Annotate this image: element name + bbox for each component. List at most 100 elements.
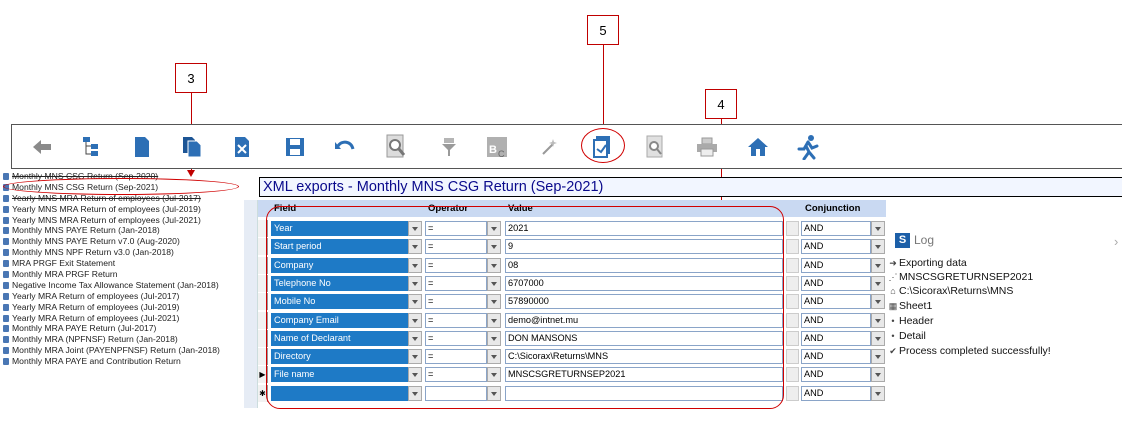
tree-item[interactable]: Monthly MRA (NPFNSF) Return (Jan-2018) [0,334,244,345]
conjunction-select[interactable]: AND [801,349,871,365]
field-select[interactable]: Telephone No [271,275,408,291]
operator-select[interactable]: = [425,312,487,328]
conjunction-select[interactable]: AND [801,294,871,310]
magic-wand-button[interactable] [535,132,565,162]
conjunction-select[interactable]: AND [801,275,871,291]
field-dropdown-button[interactable] [408,294,422,310]
new-document-button[interactable] [127,132,157,162]
table-row[interactable]: Name of Declarant = DON MANSONS AND [258,329,886,347]
operator-dropdown-button[interactable] [487,367,501,383]
field-dropdown-button[interactable] [408,385,422,401]
conjunction-select[interactable]: AND [801,257,871,273]
tree-item[interactable]: MRA PRGF Exit Statement [0,258,244,269]
preview-button[interactable] [640,132,670,162]
tree-button[interactable] [76,132,106,162]
operator-select[interactable]: = [425,330,487,346]
operator-dropdown-button[interactable] [487,294,501,310]
filter-button[interactable] [434,132,464,162]
table-row[interactable]: ✱ AND [258,384,886,402]
table-row[interactable]: Company = 08 AND [258,256,886,274]
tree-item[interactable]: Monthly MNS CSG Return (Sep-2020) [0,171,244,182]
field-select[interactable]: Name of Declarant [271,330,408,346]
conjunction-dropdown-button[interactable] [871,330,885,346]
lookup-icon[interactable] [786,312,799,328]
table-row[interactable]: Year = 2021 AND [258,220,886,237]
run-button[interactable] [793,132,823,162]
table-row[interactable]: ▶ File name = MNSCSGRETURNSEP2021 AND [258,366,886,384]
operator-select[interactable]: = [425,239,487,255]
conjunction-select[interactable]: AND [801,385,871,401]
operator-select[interactable]: = [425,275,487,291]
tree-item[interactable]: Monthly MRA PAYE Return (Jul-2017) [0,323,244,334]
tree-item[interactable]: Monthly MNS PAYE Return v7.0 (Aug-2020) [0,236,244,247]
field-select[interactable]: Company Email [271,312,408,328]
value-input[interactable]: 08 [505,257,783,273]
row-selector[interactable] [258,348,268,366]
field-select[interactable]: Directory [271,349,408,365]
lookup-icon[interactable] [786,275,799,291]
field-dropdown-button[interactable] [408,367,422,383]
lookup-icon[interactable] [786,330,799,346]
lookup-icon[interactable] [786,257,799,273]
field-select[interactable]: File name [271,367,408,383]
operator-dropdown-button[interactable] [487,257,501,273]
value-input[interactable]: C:\Sicorax\Returns\MNS [505,349,783,365]
table-row[interactable]: Directory = C:\Sicorax\Returns\MNS AND [258,348,886,366]
field-select[interactable]: Company [271,257,408,273]
row-selector[interactable]: ✱ [258,384,268,402]
conjunction-dropdown-button[interactable] [871,294,885,310]
operator-select[interactable]: = [425,294,487,310]
operator-dropdown-button[interactable] [487,275,501,291]
lookup-icon[interactable] [786,221,799,236]
tree-item[interactable]: Yearly MRA Return of employees (Jul-2021… [0,313,244,324]
value-input[interactable]: MNSCSGRETURNSEP2021 [505,367,783,383]
column-header-operator[interactable]: Operator [428,203,469,214]
field-dropdown-button[interactable] [408,312,422,328]
chevron-right-icon[interactable]: › [1114,234,1119,249]
value-input[interactable] [505,385,783,401]
field-dropdown-button[interactable] [408,257,422,273]
tree-item[interactable]: Yearly MRA Return of employees (Jul-2017… [0,291,244,302]
save-button[interactable] [280,132,310,162]
field-select[interactable]: Year [271,221,408,236]
row-selector[interactable] [258,220,268,237]
value-input[interactable]: 6707000 [505,275,783,291]
conjunction-select[interactable]: AND [801,239,871,255]
field-select[interactable]: Start period [271,239,408,255]
field-dropdown-button[interactable] [408,330,422,346]
operator-dropdown-button[interactable] [487,330,501,346]
field-dropdown-button[interactable] [408,221,422,236]
row-selector[interactable]: ▶ [258,366,268,384]
search-document-button[interactable] [381,132,411,162]
column-header-value[interactable]: Value [508,203,533,214]
value-input[interactable]: 9 [505,239,783,255]
conjunction-dropdown-button[interactable] [871,367,885,383]
conjunction-dropdown-button[interactable] [871,349,885,365]
row-selector[interactable] [258,329,268,347]
value-input[interactable]: 2021 [505,221,783,236]
conjunction-select[interactable]: AND [801,312,871,328]
value-input[interactable]: 57890000 [505,294,783,310]
conjunction-dropdown-button[interactable] [871,221,885,236]
conjunction-dropdown-button[interactable] [871,257,885,273]
conjunction-select[interactable]: AND [801,367,871,383]
row-selector[interactable] [258,311,268,329]
copy-document-button[interactable] [177,132,207,162]
tree-item[interactable]: Yearly MNS MRA Return of employees (Jul-… [0,215,244,226]
conjunction-dropdown-button[interactable] [871,239,885,255]
conjunction-dropdown-button[interactable] [871,275,885,291]
operator-dropdown-button[interactable] [487,239,501,255]
lookup-icon[interactable] [786,367,799,383]
conjunction-dropdown-button[interactable] [871,385,885,401]
tree-item[interactable]: Monthly MNS NPF Return v3.0 (Jan-2018) [0,247,244,258]
conjunction-dropdown-button[interactable] [871,312,885,328]
operator-select[interactable]: = [425,221,487,236]
row-selector[interactable] [258,274,268,292]
operator-select[interactable]: = [425,349,487,365]
value-input[interactable]: DON MANSONS [505,330,783,346]
column-header-conjunction[interactable]: Conjunction [805,203,861,214]
lookup-icon[interactable] [786,385,799,401]
conjunction-select[interactable]: AND [801,330,871,346]
table-row[interactable]: Start period = 9 AND [258,238,886,256]
